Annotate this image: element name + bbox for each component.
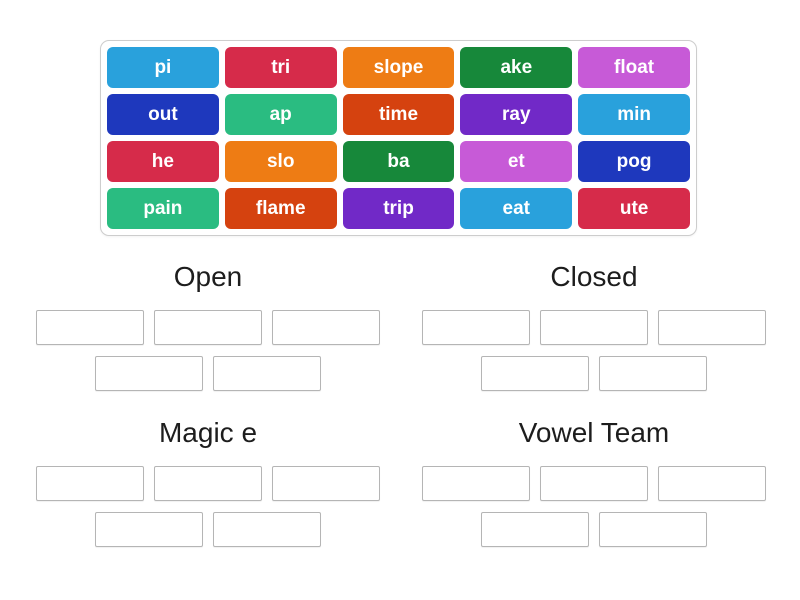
magic-e-drop-slot-1[interactable] <box>36 466 144 501</box>
tile-ake[interactable]: ake <box>460 47 573 88</box>
tile-slope[interactable]: slope <box>342 47 455 88</box>
vowel-team-drop-slot-4[interactable] <box>481 512 589 547</box>
tile-ap[interactable]: ap <box>224 94 337 135</box>
magic-e-drop-slot-5[interactable] <box>213 512 321 547</box>
group-open-slot-row-2 <box>0 356 416 391</box>
group-closed-slot-row-2 <box>386 356 800 391</box>
open-drop-slot-1[interactable] <box>36 310 144 345</box>
tile-pain[interactable]: pain <box>107 188 219 229</box>
tile-ute[interactable]: ute <box>578 188 690 229</box>
tile-min[interactable]: min <box>578 94 690 135</box>
closed-drop-slot-2[interactable] <box>540 310 648 345</box>
open-drop-slot-4[interactable] <box>95 356 203 391</box>
group-vowel-team: Vowel Team <box>386 416 800 558</box>
tile-slo[interactable]: slo <box>224 141 337 182</box>
tile-eat[interactable]: eat <box>460 188 573 229</box>
vowel-team-drop-slot-2[interactable] <box>540 466 648 501</box>
magic-e-drop-slot-4[interactable] <box>95 512 203 547</box>
tile-ray[interactable]: ray <box>460 94 573 135</box>
word-tile-board: pi tri slope ake float out ap time ray m… <box>100 40 697 236</box>
group-open-slot-row-1 <box>0 310 416 345</box>
vowel-team-drop-slot-1[interactable] <box>422 466 530 501</box>
group-closed-slot-row-1 <box>386 310 800 345</box>
tile-pi[interactable]: pi <box>107 47 219 88</box>
group-closed-title: Closed <box>550 261 638 292</box>
group-open-title: Open <box>173 261 243 292</box>
magic-e-drop-slot-2[interactable] <box>154 466 262 501</box>
closed-drop-slot-1[interactable] <box>422 310 530 345</box>
group-magic-e-slot-row-1 <box>0 466 416 501</box>
group-closed: Closed <box>386 260 800 402</box>
tile-float[interactable]: float <box>578 47 690 88</box>
open-drop-slot-2[interactable] <box>154 310 262 345</box>
open-drop-slot-5[interactable] <box>213 356 321 391</box>
group-vowel-team-slot-row-1 <box>386 466 800 501</box>
tile-he[interactable]: he <box>107 141 219 182</box>
vowel-team-drop-slot-3[interactable] <box>658 466 766 501</box>
tile-time[interactable]: time <box>342 94 455 135</box>
tile-out[interactable]: out <box>107 94 219 135</box>
group-magic-e: Magic e <box>0 416 416 558</box>
group-magic-e-slot-row-2 <box>0 512 416 547</box>
vowel-team-drop-slot-5[interactable] <box>599 512 707 547</box>
tile-ba[interactable]: ba <box>342 141 455 182</box>
closed-drop-slot-5[interactable] <box>599 356 707 391</box>
tile-flame[interactable]: flame <box>224 188 337 229</box>
group-open: Open <box>0 260 416 402</box>
tile-tri[interactable]: tri <box>224 47 337 88</box>
tile-pog[interactable]: pog <box>578 141 690 182</box>
open-drop-slot-3[interactable] <box>272 310 380 345</box>
group-vowel-team-title: Vowel Team <box>518 417 670 448</box>
tile-et[interactable]: et <box>460 141 573 182</box>
closed-drop-slot-4[interactable] <box>481 356 589 391</box>
tile-trip[interactable]: trip <box>342 188 455 229</box>
closed-drop-slot-3[interactable] <box>658 310 766 345</box>
group-magic-e-title: Magic e <box>158 417 258 448</box>
group-vowel-team-slot-row-2 <box>386 512 800 547</box>
magic-e-drop-slot-3[interactable] <box>272 466 380 501</box>
